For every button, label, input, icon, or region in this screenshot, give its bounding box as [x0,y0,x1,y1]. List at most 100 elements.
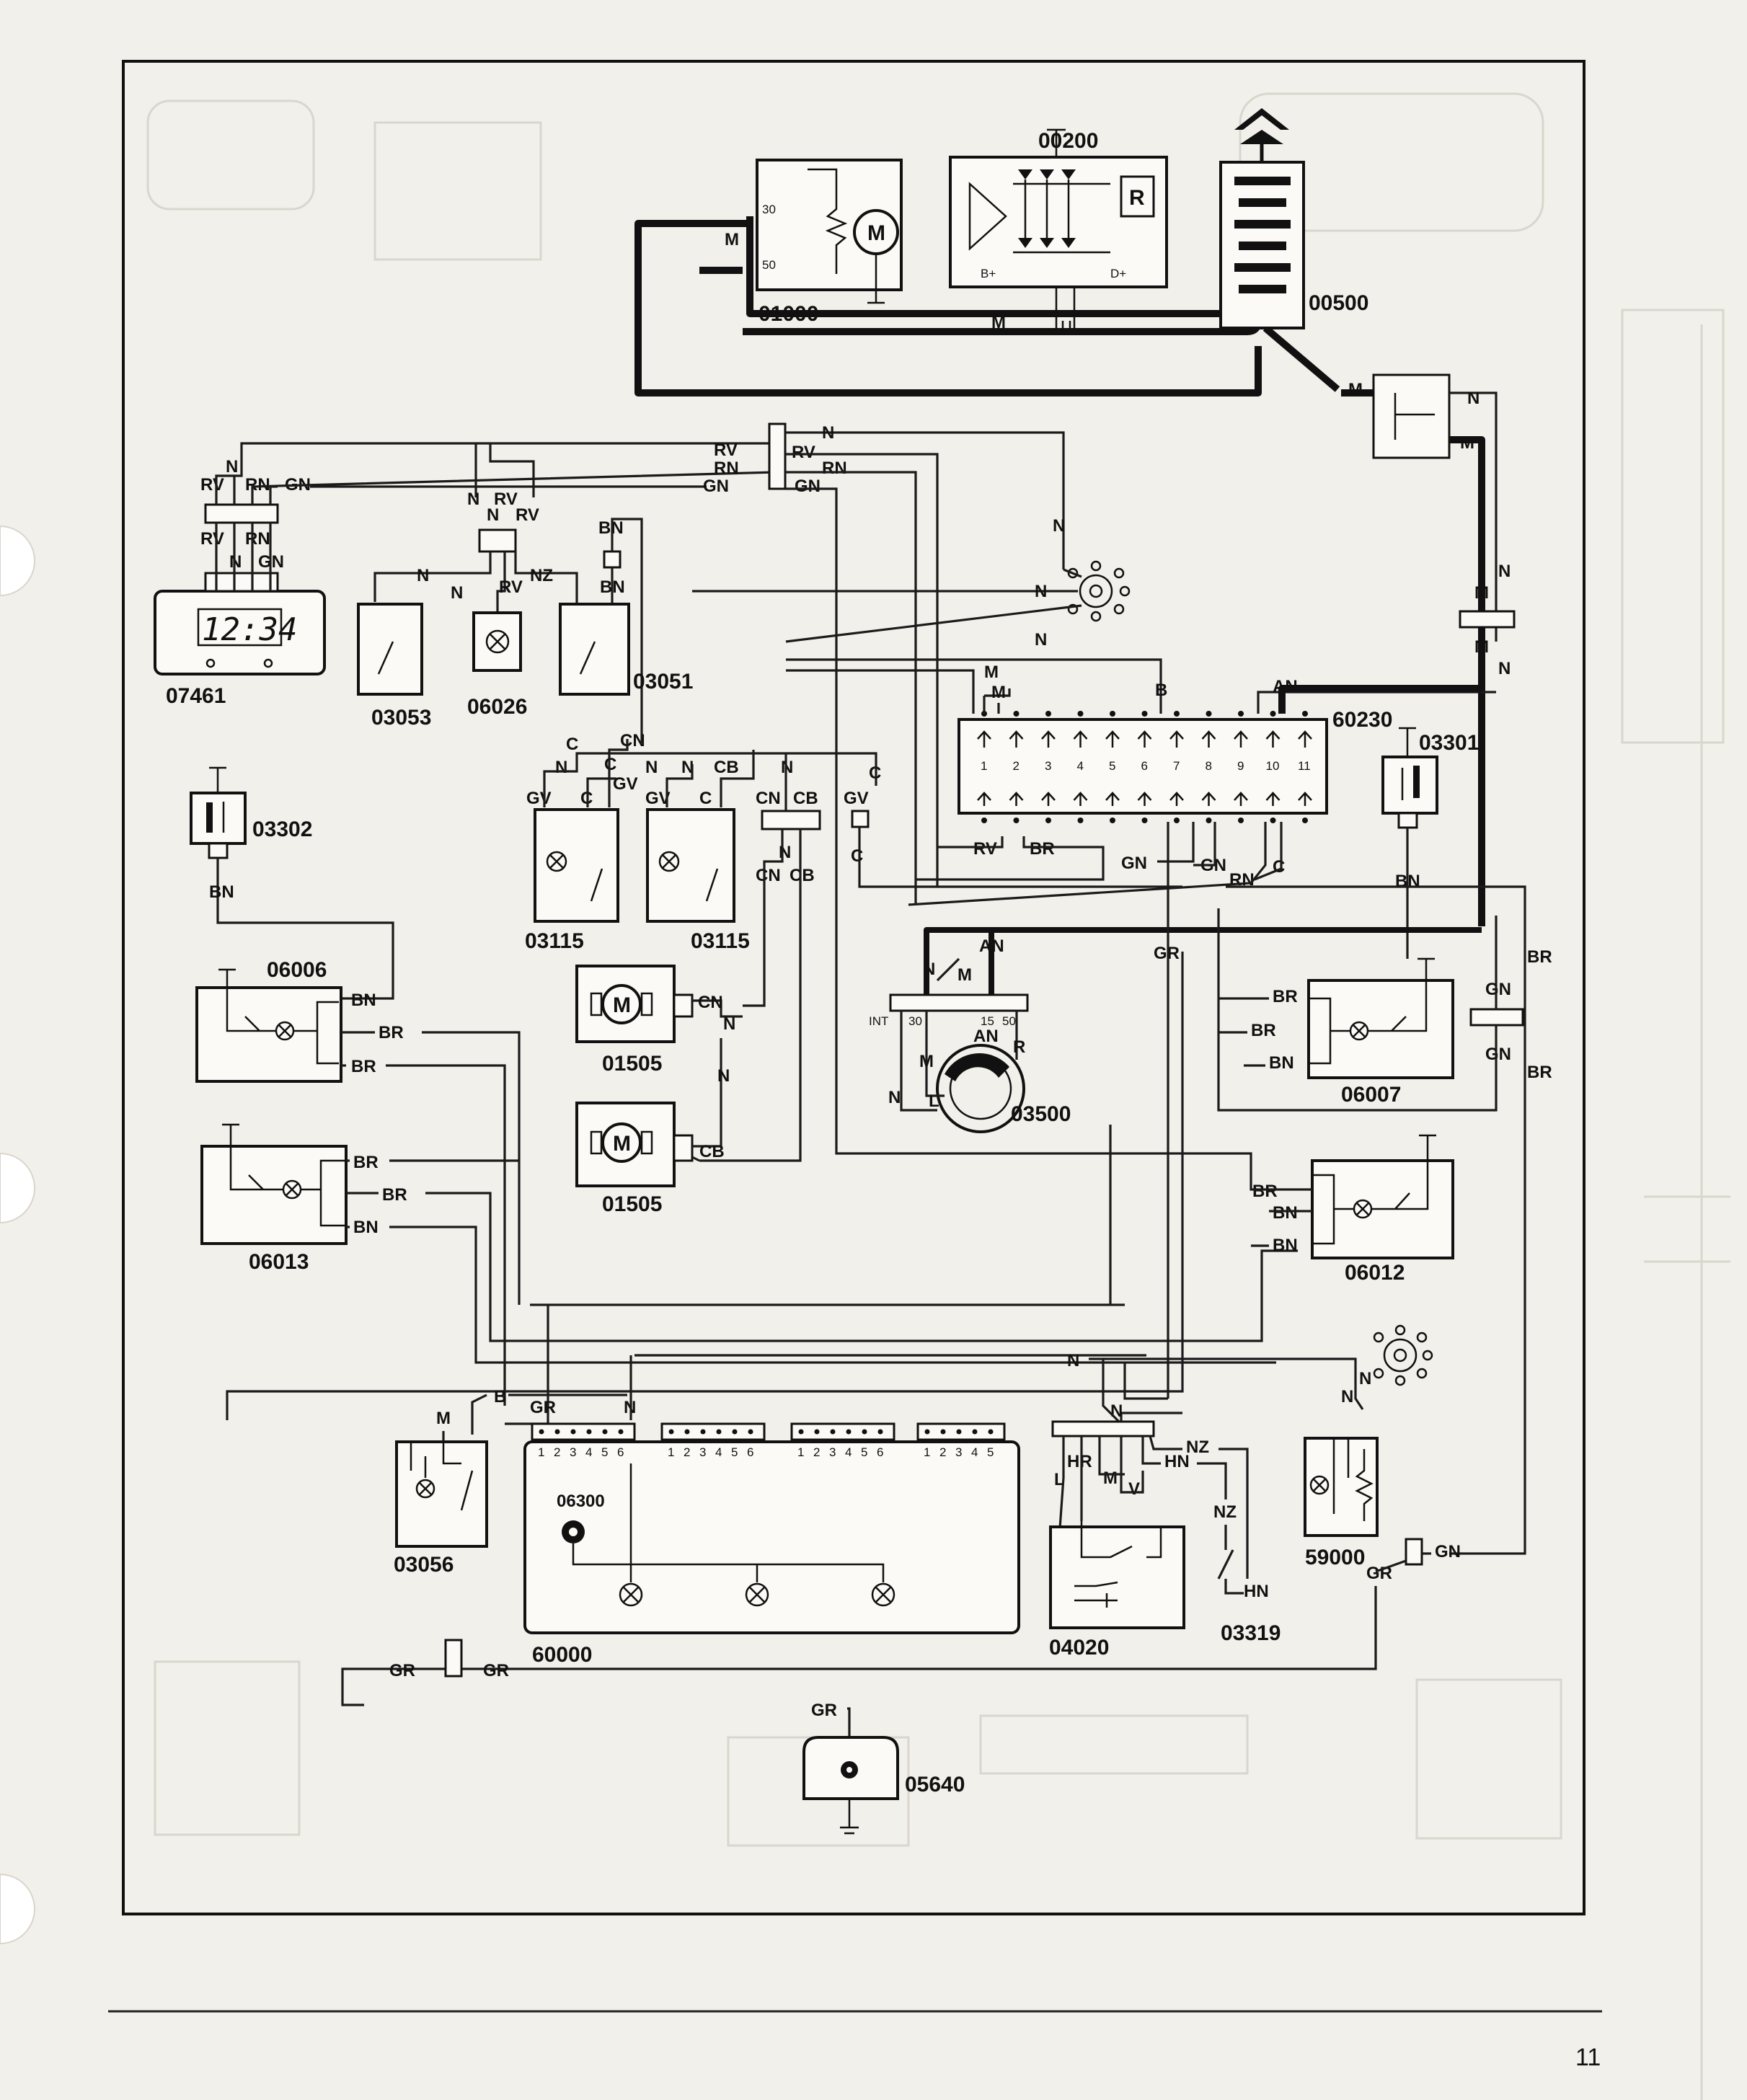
block-pin-dot [1013,818,1020,823]
block-pin-terminal [1105,792,1120,806]
show-through-background [146,92,1730,2100]
window-switch-1-code: 03115 [525,929,584,953]
window-motor-2: M N CB 01505 [575,1038,730,1216]
sw04020-wire-NZ-1: NZ [1186,1437,1209,1457]
win-wire-N-5: N [779,843,791,862]
relay-wire-M: M [1348,380,1363,399]
block-pin-number: 7 [1173,759,1180,773]
switch-03319-code: 03319 [1221,1621,1281,1645]
clock-07461: 12:34 07461 RV N RN GN RV RN N GN [154,442,782,708]
panel-pin-dot [668,1429,674,1435]
relay-03056: M B 03056 [394,1387,627,1577]
panel-pin-dot [700,1429,706,1435]
panel-pin-dot [972,1429,978,1435]
sw-wire-BN-top: BN [598,518,624,538]
clock-display: 12:34 [202,611,297,648]
light-06007-wire-BR-2: BR [1251,1021,1276,1040]
block-pin-terminal [1137,792,1152,806]
light-06013-wire-BR-2: BR [382,1185,407,1205]
battery-code: 00500 [1309,291,1368,315]
sw04020-wire-HN-1: HN [1164,1452,1190,1471]
starter-terminal-30: 30 [762,203,776,216]
sw-wire-RV-3: RV [499,577,523,597]
alternator-00200: 00200 R B+ D+ M [949,128,1168,335]
main-relay: M N M N M M N [1341,373,1516,926]
unit-59000: N N 59000 GN GR GR GR [341,1324,1461,1706]
switch-04020-group: N N HR L M V HN NZ 04020 NZ HN 03319 [1049,1351,1364,1660]
harness-wire-RV-left: RV [714,440,738,460]
block-wire-BR: BR [1030,839,1055,859]
panel-pin-number: 1 [538,1445,544,1459]
panel-pin-dot [940,1429,946,1435]
motor-1-wire-CN: CN [698,993,723,1012]
right-wire-GN-1: GN [1485,980,1511,999]
ignition-wire-L: L [929,1091,939,1111]
block-pin-dot [1141,711,1148,717]
panel-pin-number: 2 [939,1445,946,1459]
ignition-terminal-50: 50 [1002,1014,1016,1028]
win-wire-N-1: N [555,758,567,777]
block-pin-dot [1302,818,1308,823]
block-pin-dot [1077,818,1084,823]
block-pin-terminal [977,730,991,748]
instrument-panel-code: 60000 [532,1643,592,1667]
light-06006-wire-BR-1: BR [379,1023,404,1042]
block-pin-number: 4 [1077,759,1084,773]
block-wire-M-2: M [991,683,1006,702]
panel-pin-dot [539,1429,544,1435]
harness-wire-GN-left: GN [703,477,729,496]
alternator-diodes [1013,169,1110,254]
block-pin-dot [1270,711,1276,717]
wire-N-right-2: N [1498,659,1511,678]
unit-59000-wire-N-1: N [1359,1369,1371,1388]
light-06006: 06006 BN BR BR [195,958,521,1406]
sw03319-wire-NZ: NZ [1213,1502,1237,1522]
door-left-wire-BN: BN [209,882,234,902]
ignition-terminal-30: 30 [908,1014,922,1028]
win-wire-CN-3: CN [756,866,781,885]
light-06013-wire-BR-1: BR [353,1153,379,1172]
panel-pin-dot [554,1429,560,1435]
clock-wire-RV-top: RV [200,475,224,495]
light-06007-code: 06007 [1341,1083,1401,1107]
starter-01000: M 30 50 01000 M [725,159,903,326]
ignition-wire-N2: N [888,1088,901,1107]
connector-block-code: 60230 [1332,708,1392,732]
ignition-wire-M: M [957,965,972,985]
door-switch-right-code: 03301 [1419,731,1479,755]
sw03319-wire-HN: HN [1244,1582,1269,1601]
win-wire-N-4: N [781,758,793,777]
wire-N-right-1: N [1498,562,1511,581]
panel-pin-number: 3 [699,1445,706,1459]
motor-2-icon [601,1122,642,1163]
panel-pin-dot [877,1429,883,1435]
bottom-wire-GR-2: GR [483,1661,509,1680]
motor-1-wire-N: N [723,1014,735,1034]
block-pin-number: 9 [1237,759,1244,773]
lower-harness [226,908,1298,1438]
clock-code: 07461 [166,684,226,708]
harness-wire-N: N [822,423,834,443]
light-06012: BR BN BN 06012 [1251,1134,1454,1285]
win-wire-N-3: N [681,758,694,777]
starter-terminal-50: 50 [762,258,776,272]
light-06007: BR BR BN 06007 [1219,957,1454,1107]
harness-wire-RV-right: RV [792,443,815,462]
win-wire-C-2: C [604,755,616,774]
wire-M-right-1: M [1474,583,1489,603]
relay-wire-N: N [1467,389,1480,408]
panel-connector [790,1422,895,1441]
block-pin-terminal [977,792,991,806]
wire-M-right-2: M [1474,637,1489,657]
block-pin-terminal [1265,730,1281,748]
block-pin-terminal [1073,730,1088,748]
sw04020-wire-N-1: N [1067,1351,1079,1370]
ignition-switch-code: 03500 [1011,1102,1071,1126]
win-wire-CN-2: CN [756,789,781,808]
win-wire-CB-2: CB [793,789,818,808]
block-pin-number: 11 [1298,759,1311,773]
panel-connector [531,1422,636,1441]
harness-wire-RN-right: RN [822,458,847,478]
panel-pin-number: 5 [731,1445,738,1459]
